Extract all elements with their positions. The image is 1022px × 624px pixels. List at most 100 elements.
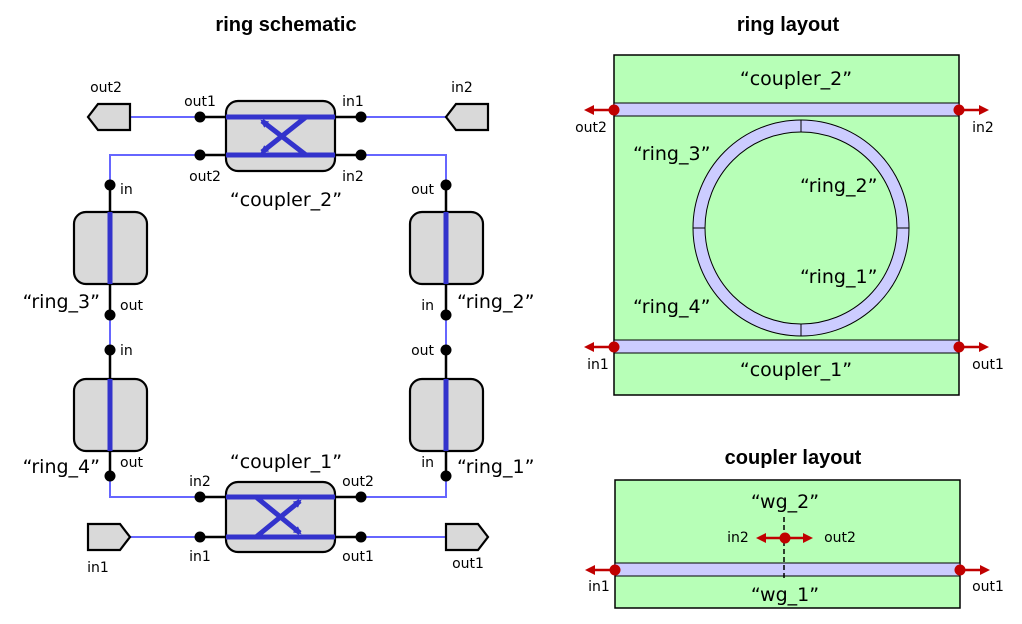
- wire-ring4-c1: [109, 476, 200, 498]
- coupler-1-label-in1: in1: [189, 549, 211, 565]
- coupler-layout-label-out2: out2: [824, 530, 856, 546]
- ring-4-pin-in[interactable]: [104, 344, 116, 356]
- coupler-1-pin-in1[interactable]: [194, 531, 206, 543]
- port-flag-out2-icon[interactable]: [86, 102, 132, 132]
- ring-layout-ring-1-label: “ring_1”: [800, 266, 877, 288]
- coupler-layout-label-out1: out1: [972, 579, 1004, 595]
- ring-1-label-out: out: [411, 343, 434, 359]
- ring-layout-port-out2[interactable]: out2: [575, 104, 620, 137]
- external-port-out2[interactable]: out2: [86, 80, 132, 132]
- arrow-right-icon: [979, 342, 989, 352]
- ring-1-pin-out[interactable]: [440, 344, 452, 356]
- ring-layout-title: ring layout: [737, 14, 840, 36]
- coupler-1-waveguide[interactable]: [613, 339, 960, 354]
- wg-2-label: “wg_2”: [751, 491, 819, 513]
- ring-layout-port-out1[interactable]: out1: [953, 341, 1004, 374]
- port-flag-in1-icon[interactable]: [86, 522, 132, 552]
- ring-1-name: “ring_1”: [457, 456, 534, 478]
- arrow-right-icon: [980, 565, 990, 575]
- coupler-1-label-out2: out2: [342, 474, 374, 490]
- coupler-2-block[interactable]: out1 out2 in1 in2 “coupler_2”: [184, 94, 367, 211]
- ring-layout-coupler-1-label: “coupler_1”: [740, 359, 852, 381]
- ring-3-block[interactable]: in out “ring_3”: [23, 179, 149, 321]
- ring-4-name: “ring_4”: [23, 456, 100, 478]
- ring-layout-port-out1-label: out1: [972, 357, 1004, 373]
- coupler-layout-label-in1: in1: [588, 579, 610, 595]
- ring-layout-port-in2[interactable]: in2: [953, 104, 994, 137]
- external-port-in2[interactable]: in2: [444, 80, 490, 132]
- coupler-2-label-out1: out1: [184, 94, 216, 110]
- coupler-1-label-in2: in2: [189, 474, 211, 490]
- ring-layout: ring layout “coupler_2” “coupler_1” “rin…: [575, 14, 1004, 396]
- arrow-left-icon: [584, 342, 594, 352]
- schematic-wires: [109, 116, 447, 538]
- coupler-layout-port-pair-wg2[interactable]: in2 out2: [727, 530, 856, 546]
- arrow-left-icon: [585, 565, 595, 575]
- coupler-1-pin-out2[interactable]: [355, 491, 367, 503]
- external-port-in1-label: in1: [87, 560, 109, 576]
- coupler-1-label-out1: out1: [342, 549, 374, 565]
- ring-4-pin-out[interactable]: [104, 470, 116, 482]
- ring-3-pin-out[interactable]: [104, 309, 116, 321]
- coupler-1-pin-out1[interactable]: [355, 531, 367, 543]
- wire-ring1-c1: [361, 476, 447, 498]
- ring-layout-port-in2-label: in2: [972, 120, 994, 136]
- ring-schematic: ring schematic: [23, 14, 535, 576]
- coupler-layout-port-in1[interactable]: in1: [585, 564, 621, 596]
- coupler-2-name: “coupler_2”: [230, 189, 342, 211]
- ring-2-name: “ring_2”: [457, 291, 534, 313]
- arrow-left-icon: [584, 105, 594, 115]
- ring-layout-port-in1[interactable]: in1: [584, 341, 620, 374]
- schematic-title: ring schematic: [215, 14, 356, 36]
- wire-c2-ring3: [109, 154, 200, 185]
- ring-1-block[interactable]: out in “ring_1”: [408, 343, 534, 482]
- coupler-2-pin-out2[interactable]: [194, 149, 206, 161]
- port-flag-in2-icon[interactable]: [444, 102, 490, 132]
- coupler-2-label-in1: in1: [342, 94, 364, 110]
- ring-3-pin-in[interactable]: [104, 179, 116, 191]
- coupler-2-pin-in2[interactable]: [355, 149, 367, 161]
- ring-2-label-in: in: [421, 298, 434, 314]
- arrow-left-icon: [756, 533, 766, 543]
- arrow-right-icon: [979, 105, 989, 115]
- ring-layout-ring-3-label: “ring_3”: [633, 143, 710, 165]
- coupler-layout: coupler layout “wg_2” “wg_1” in2 out2 in…: [585, 447, 1004, 609]
- ring-waveguide[interactable]: [692, 119, 910, 337]
- ring-2-pin-out[interactable]: [440, 179, 452, 191]
- coupler-1-pin-in2[interactable]: [194, 491, 206, 503]
- ring-2-label-out: out: [411, 182, 434, 198]
- ring-layout-port-in1-label: in1: [587, 357, 609, 373]
- coupler-layout-port-out1[interactable]: out1: [954, 564, 1004, 596]
- coupler-layout-label-in2: in2: [727, 530, 749, 546]
- coupler-layout-substrate: [614, 479, 961, 609]
- wg-1-label: “wg_1”: [751, 584, 819, 606]
- ring-layout-ring-2-label: “ring_2”: [800, 175, 877, 197]
- coupler-1-name: “coupler_1”: [230, 451, 342, 473]
- coupler-2-pin-out1[interactable]: [194, 111, 206, 123]
- ring-3-label-in: in: [120, 182, 133, 198]
- ring-2-block[interactable]: out in “ring_2”: [408, 179, 534, 321]
- ring-layout-coupler-2-label: “coupler_2”: [740, 68, 852, 90]
- ring-4-label-in: in: [120, 343, 133, 359]
- coupler-2-pin-in1[interactable]: [355, 111, 367, 123]
- external-port-in1[interactable]: in1: [86, 522, 132, 576]
- external-port-in2-label: in2: [451, 80, 473, 96]
- port-flag-out1-icon[interactable]: [444, 522, 490, 552]
- ring-3-label-out: out: [120, 298, 143, 314]
- external-port-out2-label: out2: [90, 80, 122, 96]
- coupler-2-waveguide[interactable]: [613, 102, 960, 117]
- external-port-out1-label: out1: [452, 556, 484, 572]
- wg-1-waveguide[interactable]: [614, 562, 961, 577]
- coupler-1-block[interactable]: in2 in1 out2 out1 “coupler_1”: [189, 451, 374, 565]
- ring-4-label-out: out: [120, 455, 143, 471]
- external-port-out1[interactable]: out1: [444, 522, 490, 572]
- coupler-2-label-out2: out2: [189, 169, 221, 185]
- ring-4-block[interactable]: in out “ring_4”: [23, 343, 149, 482]
- ring-layout-port-out2-label: out2: [575, 120, 607, 136]
- coupler-layout-title: coupler layout: [725, 447, 862, 469]
- ring-3-name: “ring_3”: [23, 291, 100, 313]
- coupler-2-label-in2: in2: [342, 169, 364, 185]
- ring-2-pin-in[interactable]: [440, 309, 452, 321]
- ring-1-pin-in[interactable]: [440, 470, 452, 482]
